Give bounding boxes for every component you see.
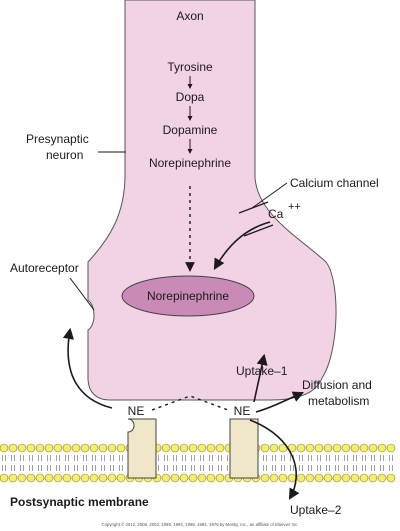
presynaptic-label-line2: neuron — [46, 148, 83, 162]
lipid-head — [108, 444, 116, 452]
lipid-head — [54, 444, 62, 452]
ne-left-label: NE — [128, 404, 145, 418]
lipid-head — [198, 444, 206, 452]
lipid-head — [378, 474, 386, 482]
postsynaptic-receptor-left — [128, 419, 156, 478]
lipid-head — [306, 444, 314, 452]
calcium-ion-label: Ca — [268, 207, 284, 221]
lipid-head — [351, 444, 359, 452]
lipid-head — [108, 474, 116, 482]
presynaptic-label: Presynaptic — [26, 132, 89, 146]
lipid-head — [63, 474, 71, 482]
lipid-head — [117, 444, 125, 452]
lipid-head — [81, 444, 89, 452]
lipid-head — [333, 444, 341, 452]
lipid-head — [9, 474, 17, 482]
lipid-head — [189, 444, 197, 452]
pathway-dopamine: Dopamine — [163, 123, 218, 137]
pathway-dopa: Dopa — [176, 90, 205, 104]
lipid-head — [9, 444, 17, 452]
lipid-head — [207, 444, 215, 452]
lipid-head — [378, 444, 386, 452]
lipid-head — [18, 444, 26, 452]
lipid-head — [387, 474, 395, 482]
postsynaptic-membrane-label: Postsynaptic membrane — [10, 495, 149, 509]
lipid-head — [45, 444, 53, 452]
lipid-head — [54, 474, 62, 482]
lipid-head — [171, 474, 179, 482]
lipid-head — [63, 444, 71, 452]
ne-right-label: NE — [234, 404, 251, 418]
lipid-head — [180, 474, 188, 482]
lipid-head — [351, 474, 359, 482]
lipid-head — [216, 474, 224, 482]
lipid-head — [36, 474, 44, 482]
lipid-head — [360, 474, 368, 482]
diffusion-label: Diffusion and — [302, 378, 372, 392]
lipid-head — [90, 474, 98, 482]
lipid-head — [315, 474, 323, 482]
calcium-channel-label: Calcium channel — [290, 176, 379, 190]
lipid-head — [27, 474, 35, 482]
autoreceptor-label: Autoreceptor — [10, 261, 79, 275]
lipid-head — [189, 474, 197, 482]
postsynaptic-membrane — [0, 444, 395, 482]
lipid-head — [324, 444, 332, 452]
postsynaptic-receptor-right — [230, 419, 258, 478]
vesicle-label: Norepinephrine — [147, 289, 229, 303]
lipid-head — [261, 444, 269, 452]
diffusion-label-line2: metabolism — [308, 394, 369, 408]
lipid-head — [270, 474, 278, 482]
lipid-head — [171, 444, 179, 452]
lipid-head — [324, 474, 332, 482]
lipid-head — [270, 444, 278, 452]
lipid-head — [180, 444, 188, 452]
lipid-head — [27, 444, 35, 452]
lipid-head — [369, 444, 377, 452]
lipid-head — [198, 474, 206, 482]
lipid-head — [288, 474, 296, 482]
lipid-head — [360, 444, 368, 452]
lipid-head — [81, 474, 89, 482]
lipid-head — [0, 474, 8, 482]
calcium-charge: ++ — [288, 201, 301, 213]
lipid-head — [207, 474, 215, 482]
lipid-head — [216, 444, 224, 452]
lipid-head — [90, 444, 98, 452]
lipid-head — [261, 474, 269, 482]
lipid-head — [342, 444, 350, 452]
lipid-head — [45, 474, 53, 482]
lipid-head — [306, 474, 314, 482]
lipid-head — [297, 474, 305, 482]
lipid-head — [99, 444, 107, 452]
lipid-head — [369, 474, 377, 482]
lipid-head — [117, 474, 125, 482]
lipid-head — [162, 474, 170, 482]
lipid-head — [36, 444, 44, 452]
copyright-text: Copyright © 2012, 2008, 2003, 1998, 1994… — [102, 522, 299, 527]
lipid-head — [342, 474, 350, 482]
lipid-head — [72, 444, 80, 452]
pathway-norepinephrine: Norepinephrine — [149, 156, 231, 170]
lipid-head — [297, 444, 305, 452]
lipid-head — [99, 474, 107, 482]
lipid-head — [279, 474, 287, 482]
lipid-head — [18, 474, 26, 482]
uptake2-label: Uptake–2 — [290, 503, 342, 517]
lipid-head — [162, 444, 170, 452]
lipid-head — [315, 444, 323, 452]
lipid-head — [72, 474, 80, 482]
axon-label: Axon — [176, 9, 203, 23]
pathway-tyrosine: Tyrosine — [167, 60, 213, 74]
lipid-head — [333, 474, 341, 482]
lipid-head — [0, 444, 8, 452]
lipid-head — [387, 444, 395, 452]
